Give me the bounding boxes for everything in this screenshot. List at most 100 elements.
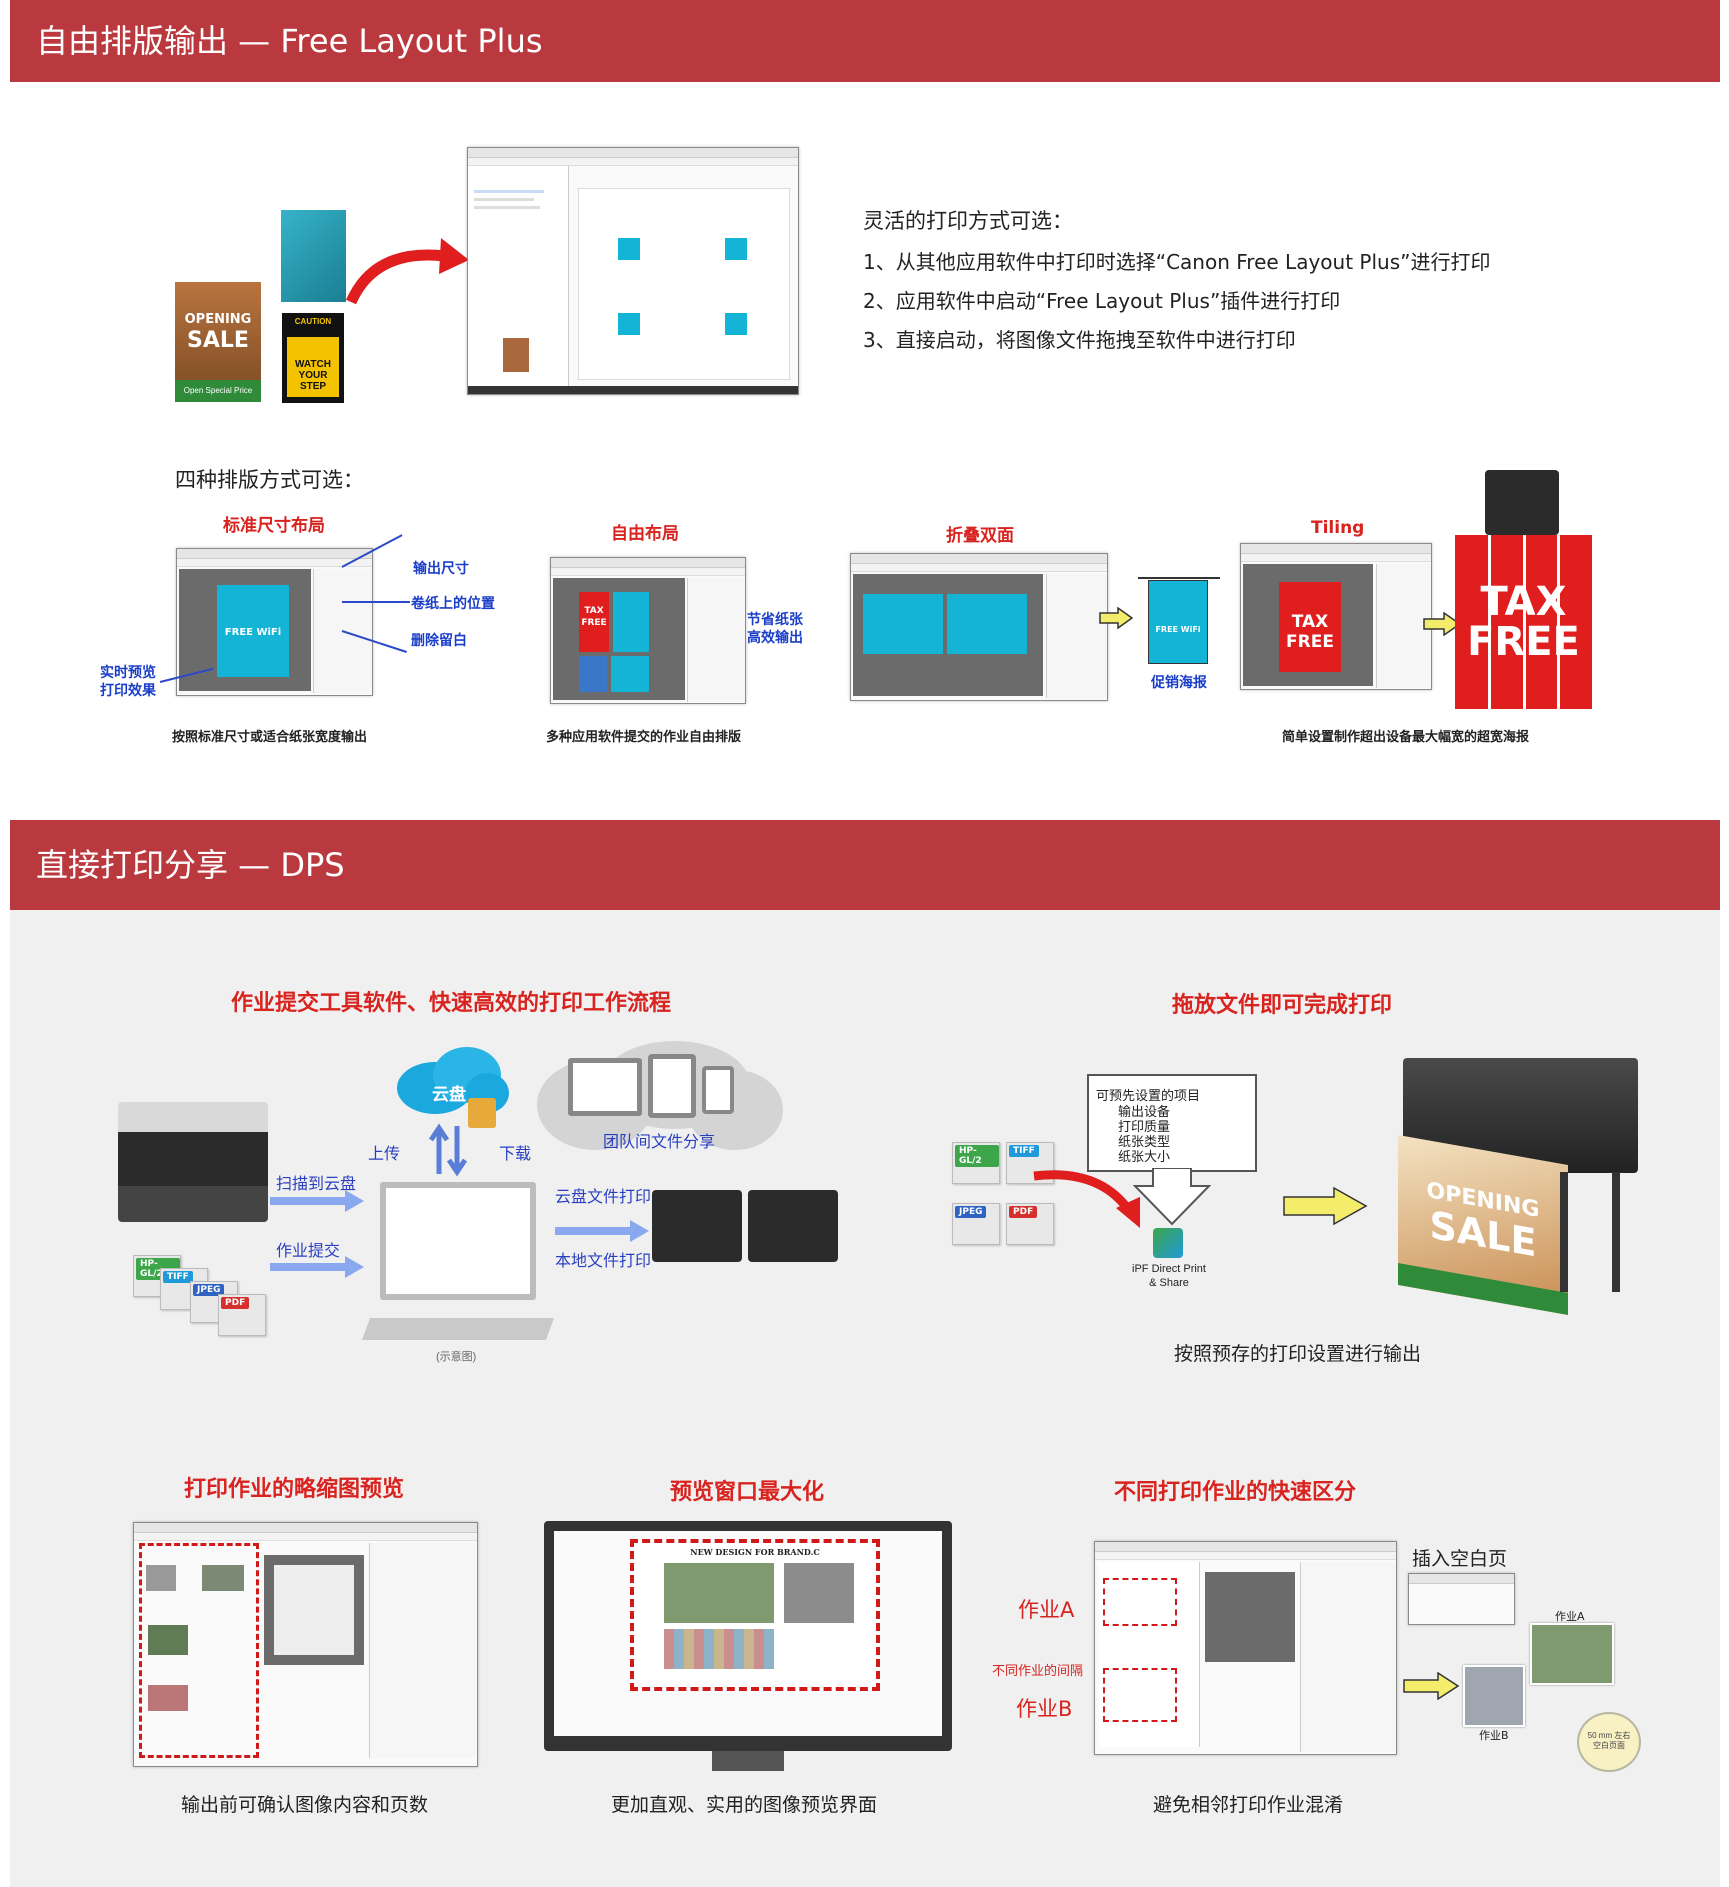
section-header-dps: 直接打印分享 — DPS [10,820,1720,910]
yellow-arrow-icon-4 [1403,1672,1460,1700]
tablet-icon [648,1054,696,1118]
feature-caption-job-separation: 避免相邻打印作业混淆 [1153,1794,1344,1816]
free-layout-plus-window [467,147,799,395]
callout-remove-margin: 删除留白 [411,633,467,649]
caution-poster-image: CAUTION WATCH YOUR STEP [282,313,344,403]
keyboard-image [361,1318,555,1340]
dragdrop-title: 拖放文件即可完成打印 [1172,993,1393,1018]
printer-image-2 [748,1190,838,1262]
dps-app-name: iPF Direct Print & Share [1132,1263,1206,1290]
caution-poster-main: WATCH YOUR STEP [287,337,339,397]
cloud-print-label: 云盘文件打印 [555,1187,652,1206]
tiling-screenshot: TAX FREE [1240,543,1432,690]
local-print-label: 本地文件打印 [555,1251,652,1270]
monitor-stand-image [712,1751,784,1771]
layout-caption-tiling: 简单设置制作超出设备最大幅宽的超宽海报 [1282,730,1530,745]
job-b-print-image [1463,1665,1525,1727]
intro-item-1: 1、从其他应用软件中打印时选择“Canon Free Layout Plus”进… [863,250,1491,274]
computer-monitor-image [380,1182,536,1300]
phone-icon [702,1066,734,1114]
feature-title-maximize: 预览窗口最大化 [670,1480,825,1505]
dps-app-icon [1153,1228,1183,1258]
yellow-arrow-icon [1099,607,1134,629]
job-separation-screenshot [1094,1541,1397,1755]
layout-title-fold: 折叠双面 [946,526,1014,546]
dragdrop-caption: 按照预存的打印设置进行输出 [1174,1343,1422,1365]
large-format-printer-image [1485,470,1559,535]
red-drag-arrow-icon [1033,1170,1140,1228]
arrow-right-icon-2 [270,1256,364,1278]
scan-to-cloud-label: 扫描到云盘 [276,1174,357,1193]
fold-duplex-screenshot [850,553,1108,701]
tiled-free-text: FREE [1467,619,1580,665]
callout-live-preview: 实时预览 打印效果 [100,665,156,699]
printer-stand-image [1560,1172,1620,1292]
pdf-file-icon: PDF [218,1294,266,1336]
printer-image-1 [652,1190,742,1262]
layout-caption-free: 多种应用软件提交的作业自由排版 [546,730,742,745]
preview-title: NEW DESIGN FOR BRAND.C [690,1547,820,1557]
section-header-free-layout: 自由排版输出 — Free Layout Plus [10,0,1720,82]
caution-poster-top: CAUTION [294,317,332,326]
red-curved-arrow-icon [345,238,469,305]
upload-label: 上传 [368,1144,401,1163]
lock-icon [468,1098,496,1128]
feature-caption-thumbnail: 输出前可确认图像内容和页数 [181,1794,429,1816]
sale-poster-image: OPENING SALE Open Special Price [175,282,261,402]
thumbnail-preview-screenshot [133,1522,478,1767]
download-label: 下载 [499,1144,532,1163]
preset-item-1: 输出设备 [1118,1105,1171,1120]
free-layout-screenshot: TAX FREE [550,557,746,704]
free-poster-text: FREE [581,618,607,628]
tiling-tax-text: TAX [1291,612,1329,632]
callout-output-size: 输出尺寸 [413,561,469,577]
scanner-printer-image [118,1102,268,1222]
sale-poster-sub: Open Special Price [175,380,261,402]
arrow-right-icon-3 [555,1220,649,1242]
section-title-dps: 直接打印分享 — DPS [36,846,345,884]
job-a-print-image [1530,1623,1614,1685]
insert-blank-label: 插入空白页 [1412,1548,1508,1570]
team-share-label: 团队间文件分享 [603,1132,716,1151]
cloud-label: 云盘 [432,1085,466,1105]
callout-promo-poster: 促销海报 [1151,675,1207,691]
monitor-preview-image: NEW DESIGN FOR BRAND.C [544,1521,952,1751]
preset-item-3: 纸张类型 [1118,1135,1171,1150]
callout-roll-position: 卷纸上的位置 [411,596,495,612]
sale-poster-top: OPENING [184,312,252,327]
layouts-heading: 四种排版方式可选： [175,468,364,492]
tiling-free-text: FREE [1286,632,1334,652]
job-b-small-label: 作业B [1479,1729,1509,1742]
wifi-poster-text: FREE WiFi [224,627,282,638]
business-poster-image [281,210,346,302]
intro-heading: 灵活的打印方式可选： [863,209,1073,233]
dd-jpeg-icon: JPEG [952,1203,1000,1245]
intro-item-2: 2、应用软件中启动“Free Layout Plus”插件进行打印 [863,289,1341,313]
layout-caption-standard: 按照标准尺寸或适合纸张宽度输出 [172,730,368,745]
blank-note-text: 50 mm 左右 空白页面 [1587,1731,1631,1751]
down-arrow-icon [1133,1168,1211,1226]
section-title: 自由排版输出 — Free Layout Plus [36,22,543,60]
monitor-icon [568,1058,642,1116]
job-submit-label: 作业提交 [276,1241,341,1260]
preset-heading: 可预先设置的项目 [1096,1089,1201,1104]
layout-title-standard: 标准尺寸布局 [223,516,325,536]
feature-title-job-separation: 不同打印作业的快速区分 [1114,1480,1357,1505]
dd-hpgl2-icon: HP-GL/2 [952,1142,1000,1184]
callout-save-paper: 节省纸张 高效输出 [747,612,803,646]
standard-layout-screenshot: FREE WiFi [176,548,373,696]
feature-title-thumbnail: 打印作业的略缩图预览 [184,1477,405,1502]
workflow-title: 作业提交工具软件、快速高效的打印工作流程 [231,991,672,1016]
preset-item-4: 纸张大小 [1118,1150,1171,1165]
promo-poster-image: FREE WiFi [1148,580,1208,664]
job-a-label: 作业A [1018,1598,1075,1622]
arrow-right-icon-1 [270,1190,364,1212]
yellow-arrow-icon-3 [1283,1186,1368,1226]
opening-sale-print-image: OPENING SALE [1398,1135,1568,1315]
layout-title-tiling: Tiling [1311,518,1365,538]
preset-item-2: 打印质量 [1118,1120,1171,1135]
job-gap-label: 不同作业的间隔 [992,1664,1084,1679]
job-b-label: 作业B [1016,1697,1073,1721]
tiled-tax-text: TAX [1480,579,1567,625]
blank-note-bubble: 50 mm 左右 空白页面 [1577,1712,1641,1772]
